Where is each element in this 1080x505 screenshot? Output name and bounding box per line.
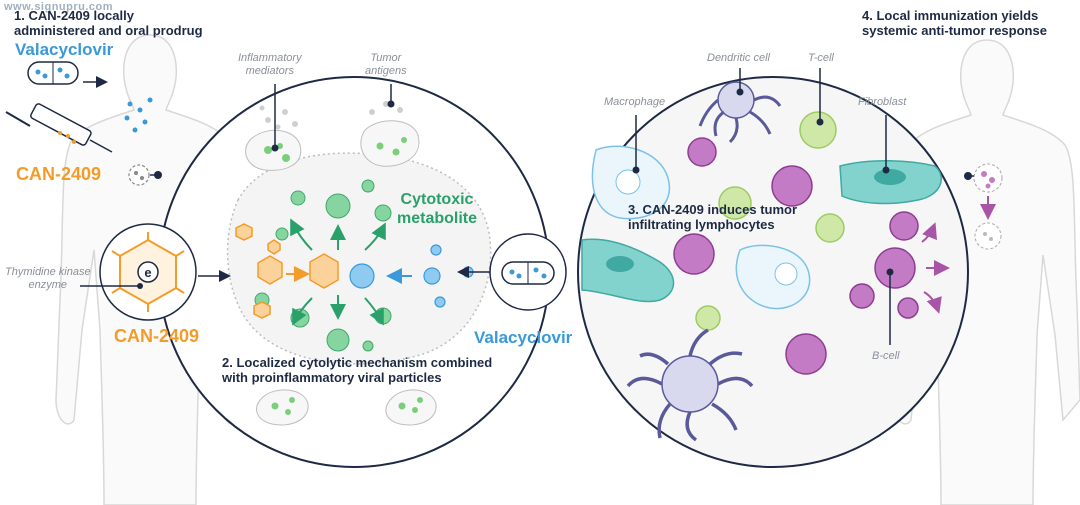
right-human-silhouette [892,39,1080,505]
thymidine-line2: enzyme [28,279,68,291]
inflammatory-line2: mediators [245,65,294,77]
macrophage-cell [591,145,671,220]
valacyclovir-label-left: Valacyclovir [15,40,114,59]
inflammatory-mediators-label: Inflammatory mediators [238,52,302,78]
thymidine-line1: Thymidine kinase [5,266,91,278]
macrophage-cell-lower [735,244,811,310]
step4-title: 4. Local immunization yields systemic an… [862,8,1047,38]
step2-title: 2. Localized cytolytic mechanism combine… [222,355,492,385]
dendritic-cell-top [698,81,782,144]
svg-text:e: e [144,265,151,280]
fibroblast-label: Fibroblast [858,96,907,108]
syringe-icon [5,103,113,153]
step3-line1: 3. CAN-2409 induces tumor [628,202,798,217]
macrophage-label: Macrophage [604,96,666,108]
step3-title: 3. CAN-2409 induces tumor infiltrating l… [628,202,797,232]
cytotoxic-line2: metabolite [397,210,478,227]
viral-capsid-icon: e [111,232,185,312]
metabolite-spread-arrows [290,218,386,326]
b-cells [673,137,919,375]
dying-tumor-cells [256,389,437,426]
tumor-antigens-cell [360,101,420,167]
dendritic-cell-label: Dendritic cell [707,52,770,64]
can2409-label-bottom: CAN-2409 [114,326,200,346]
step2-line2: with proinflammatory viral particles [222,370,442,385]
b-cell-label: B-cell [872,350,900,362]
pill-icon-right [501,261,555,285]
cytotoxic-metabolite-label: Cytotoxic metabolite [397,190,477,228]
pill-icon [27,61,79,85]
prodrug-dots [124,97,153,133]
cytotoxic-metabolite-particles [254,179,392,352]
step4-line2: systemic anti-tumor response [862,23,1047,38]
viral-particles [235,223,339,319]
step1-line2: administered and oral prodrug [14,23,203,38]
tumor-line2: antigens [365,65,407,77]
migration-arrows [921,222,950,314]
valacyclovir-label-right: Valacyclovir [474,328,573,347]
step1-title: 1. CAN-2409 locally administered and ora… [14,8,203,38]
cytotoxic-line1: Cytotoxic [400,191,474,208]
systemic-response-icon [973,163,1003,250]
inflammatory-line1: Inflammatory [238,52,302,64]
step4-line1: 4. Local immunization yields [862,8,1039,23]
dendritic-cell-bottom [626,328,754,442]
tumor-antigens-label: Tumor antigens [365,52,407,78]
t-cell-label: T-cell [808,52,834,64]
t-cells [695,111,845,331]
watermark: www.signupru.com [4,1,114,13]
tumor-line1: Tumor [370,52,402,64]
step1-line1: 1. CAN-2409 locally [14,8,134,23]
can2409-label-top: CAN-2409 [16,164,102,184]
step3-line2: infiltrating lymphocytes [628,217,775,232]
thymidine-kinase-label: Thymidine kinase enzyme [5,266,91,292]
step2-line1: 2. Localized cytolytic mechanism combine… [222,355,493,370]
tumor-site-icon [128,164,150,186]
